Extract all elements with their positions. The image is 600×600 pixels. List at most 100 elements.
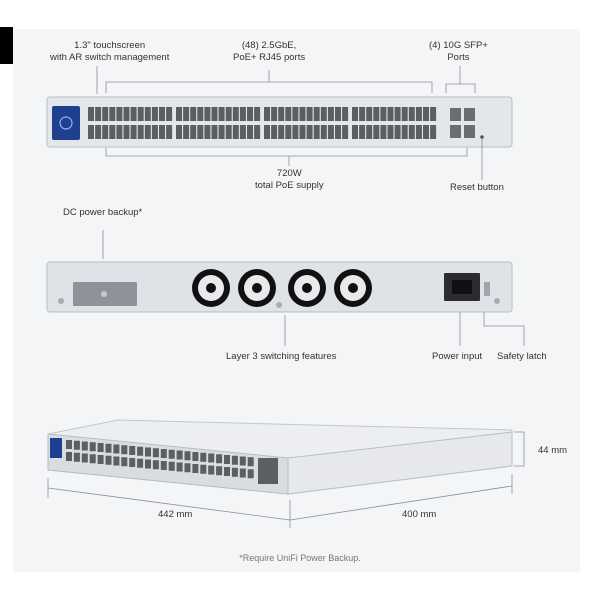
rj45-port [239, 125, 246, 139]
perspective-port [145, 459, 151, 469]
rj45-port [292, 125, 299, 139]
rj45-port [204, 107, 211, 121]
rj45-callout: (48) 2.5GbE, PoE+ RJ45 ports [233, 40, 306, 63]
rj45-port [130, 107, 137, 121]
rj45-port [166, 125, 173, 139]
rj45-port [151, 107, 158, 121]
rj45-port [102, 125, 109, 139]
rj45-port [401, 125, 408, 139]
width-label: 442 mm [158, 509, 193, 520]
rj45-port [366, 107, 373, 121]
perspective-port [160, 461, 167, 470]
perspective-port [216, 454, 223, 464]
perspective-port [168, 461, 175, 471]
rj45-port [116, 125, 123, 139]
rj45-port [423, 125, 429, 139]
sfp-bracket [445, 83, 476, 93]
perspective-port [239, 456, 246, 466]
rj45-port [123, 107, 130, 121]
perspective-port [113, 456, 120, 466]
rj45-port [159, 107, 165, 121]
sfp-port [450, 125, 461, 138]
perspective-port [200, 464, 207, 474]
rj45-port [327, 125, 334, 139]
perspective-port [81, 453, 88, 463]
rj45-port [144, 107, 151, 121]
perspective-screen [50, 438, 62, 458]
rj45-port [271, 125, 278, 139]
perspective-port [247, 469, 254, 479]
rj45-port [313, 107, 320, 121]
rj45-port [225, 125, 232, 139]
sfp-callout: (4) 10G SFP+ Ports [429, 40, 488, 63]
rj45-port [88, 107, 94, 121]
rj45-port [247, 107, 253, 121]
rj45-port [292, 107, 299, 121]
height-dimension-line [514, 431, 525, 467]
perspective-port [168, 449, 175, 459]
rj45-port [401, 107, 408, 121]
rj45-port [278, 125, 285, 139]
safety-latch [484, 282, 490, 296]
rj45-port [285, 107, 292, 121]
rj45-port [254, 125, 261, 139]
rj45-port [190, 125, 197, 139]
rj45-port [320, 107, 327, 121]
sfp-port [464, 108, 475, 121]
perspective-port [152, 448, 159, 458]
perspective-port [121, 445, 128, 455]
rj45-port [380, 107, 387, 121]
depth-label: 400 mm [402, 509, 437, 520]
rj45-port [218, 125, 225, 139]
rj45-port [415, 107, 422, 121]
rj45-port [285, 125, 292, 139]
perspective-port [247, 457, 254, 467]
reset-callout: Reset button [450, 182, 504, 193]
front-chassis [46, 96, 513, 148]
perspective-port [113, 444, 120, 454]
perspective-port [105, 443, 112, 453]
perspective-port [105, 455, 112, 465]
rj45-port [278, 107, 285, 121]
rj45-port [225, 107, 232, 121]
rear-chassis [46, 261, 513, 313]
rj45-port [408, 125, 415, 139]
rj45-port [264, 125, 270, 139]
rj45-port [320, 125, 327, 139]
rj45-port [159, 125, 165, 139]
rj45-port [342, 125, 349, 139]
safety-latch-callout: Safety latch [497, 351, 547, 362]
rj45-port [144, 125, 151, 139]
rj45-port [151, 125, 158, 139]
rj45-port [247, 125, 253, 139]
rj45-port [299, 107, 306, 121]
rj45-port [176, 107, 182, 121]
height-label: 44 mm [538, 445, 568, 456]
rj45-port [95, 125, 102, 139]
rj45-port [335, 107, 341, 121]
perspective-port [231, 467, 238, 477]
rj45-port [123, 125, 130, 139]
rj45-port [211, 125, 218, 139]
rj45-port [109, 107, 116, 121]
poe-bracket [105, 148, 468, 157]
rj45-port [271, 107, 278, 121]
rj45-port [218, 107, 225, 121]
perspective-port [97, 455, 104, 464]
rj45-port [190, 107, 197, 121]
perspective-port [137, 446, 144, 456]
rj45-port [313, 125, 320, 139]
perspective-port [97, 443, 104, 452]
rj45-port [88, 125, 94, 139]
rj45-port [130, 125, 137, 139]
rj45-port [306, 125, 313, 139]
rj45-port [387, 107, 394, 121]
perspective-port [224, 467, 230, 476]
perspective-port [160, 449, 167, 458]
perspective-port [192, 464, 199, 473]
perspective-port [137, 458, 144, 468]
perspective-port [224, 455, 230, 464]
rj45-port [359, 107, 366, 121]
rj45-port [116, 107, 123, 121]
rj45-port [254, 107, 261, 121]
